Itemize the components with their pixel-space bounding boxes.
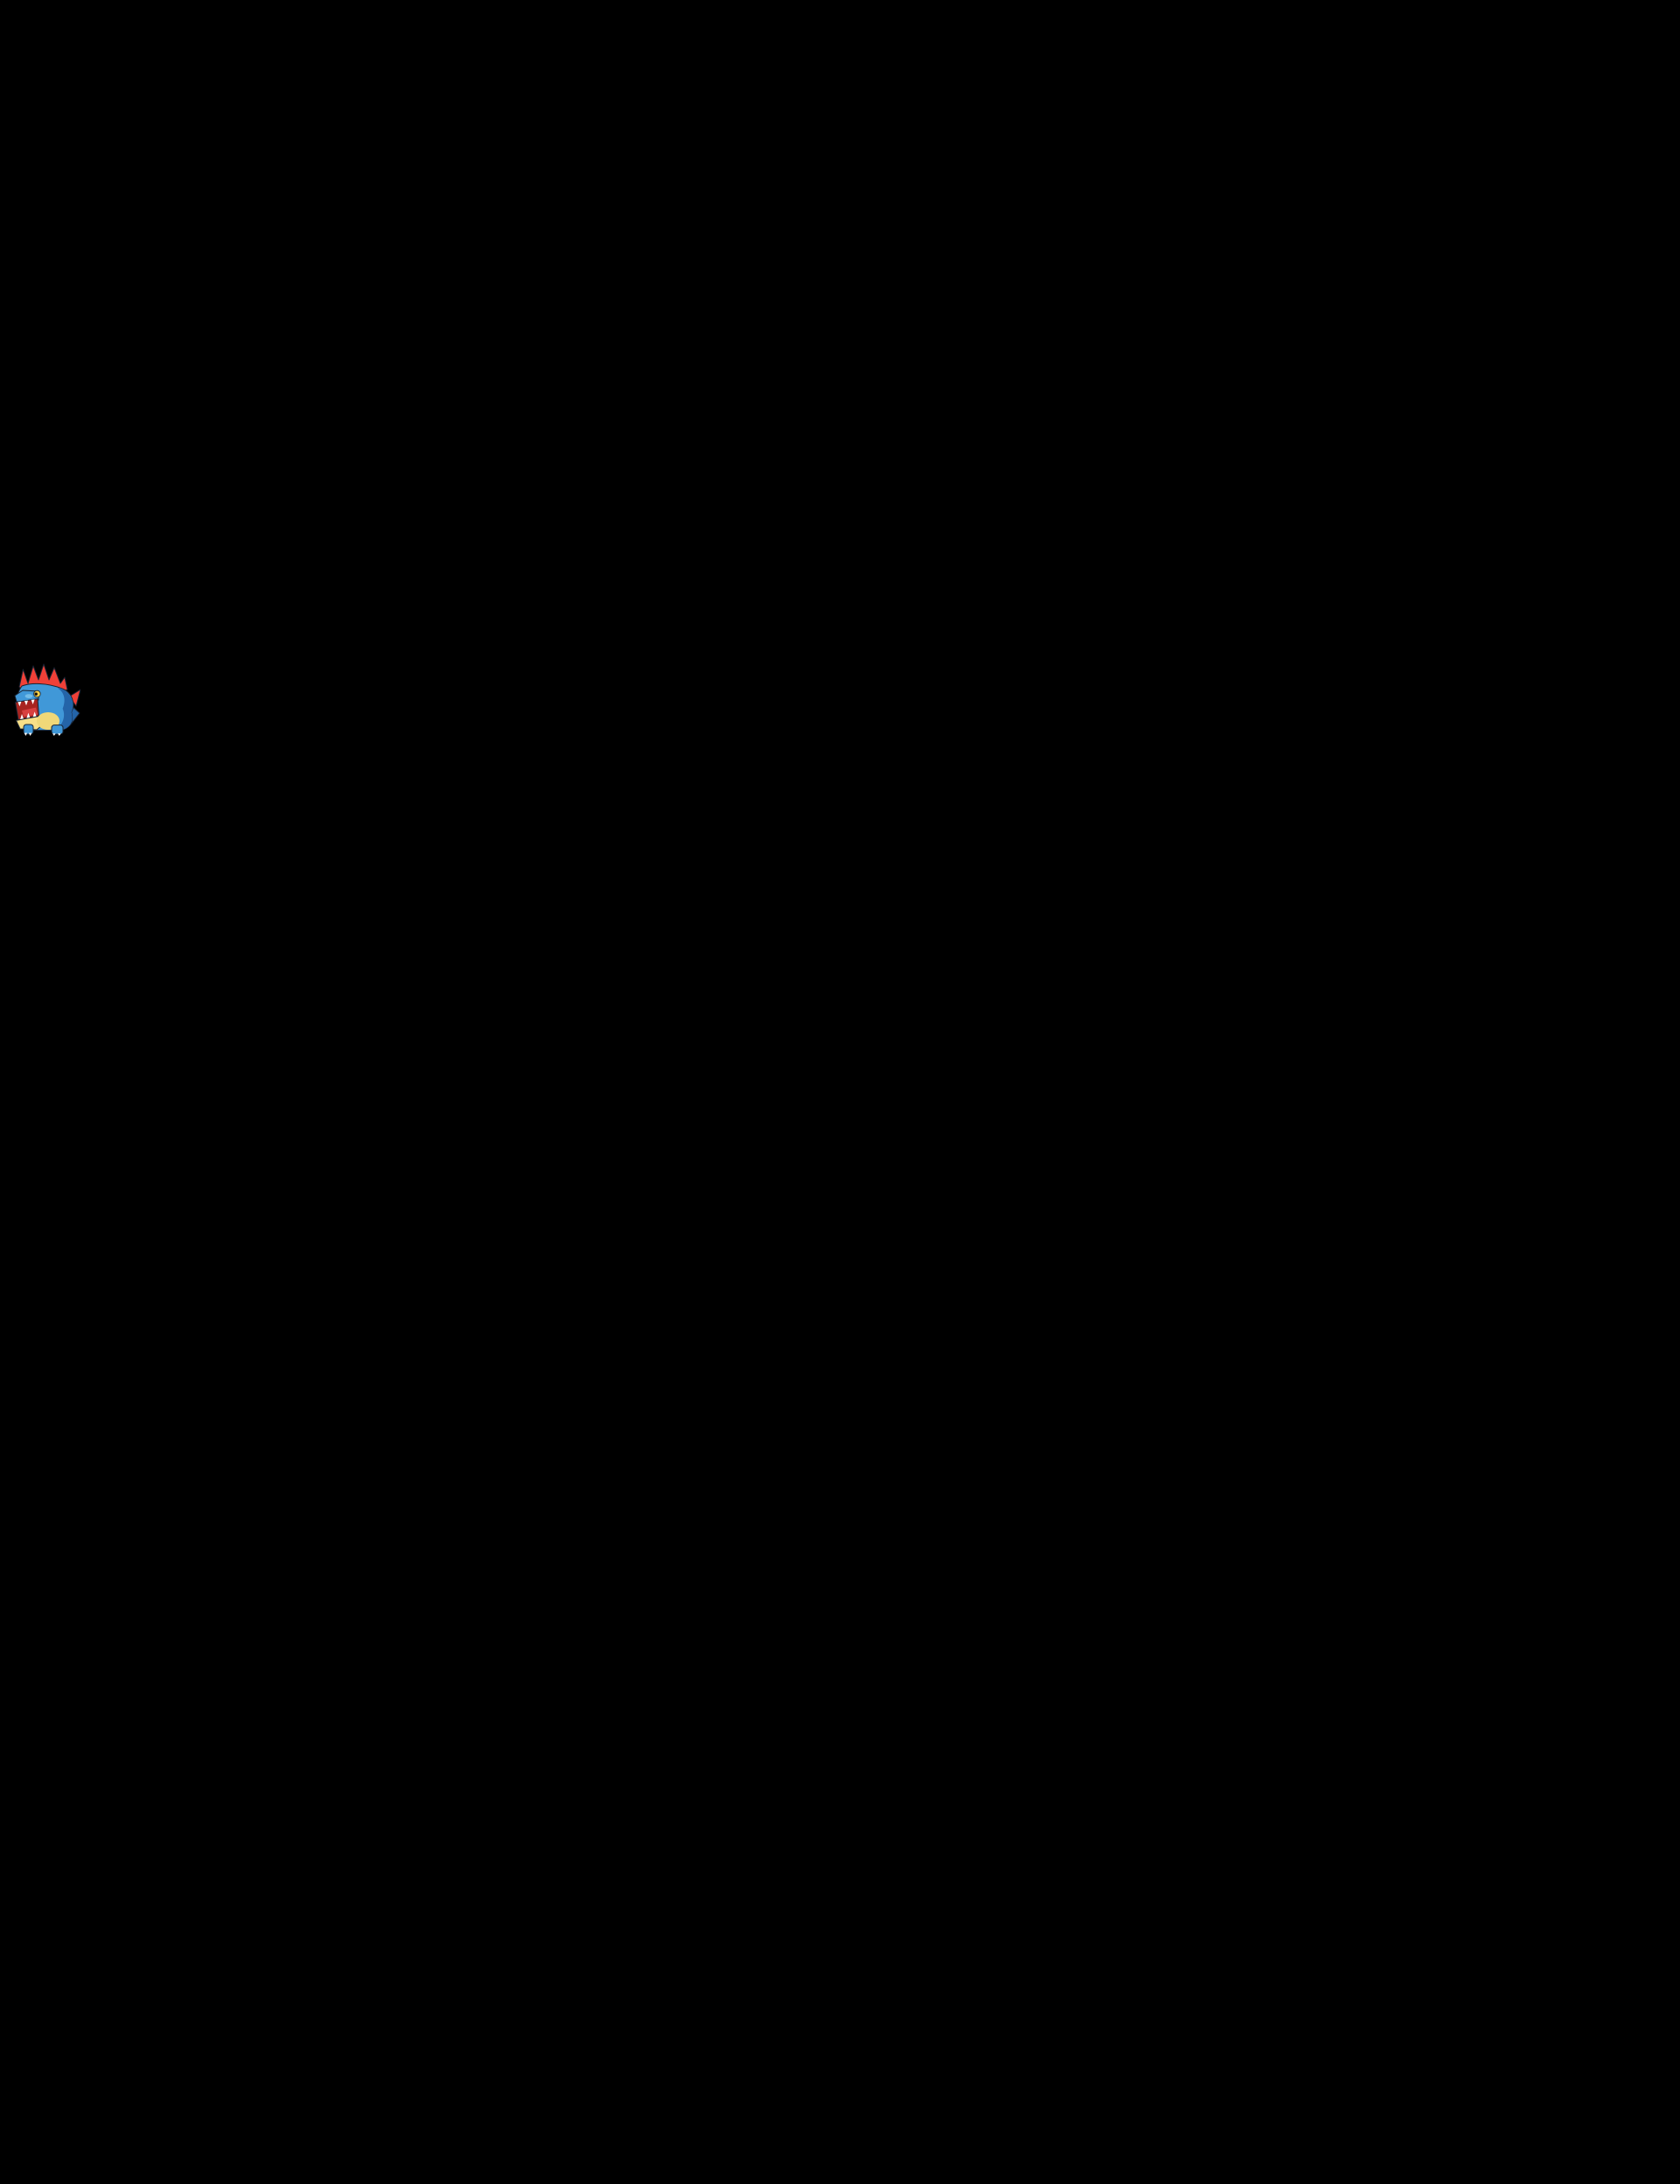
upper-tooth-icon: [18, 701, 22, 707]
front-leg-icon: [23, 724, 34, 735]
claw-icon: [52, 733, 56, 736]
upper-tooth-icon: [24, 700, 28, 706]
lower-tooth-icon: [26, 712, 31, 718]
claw-icon: [28, 732, 32, 736]
tongue-icon: [22, 707, 38, 717]
feraligatr-sprite: [14, 662, 80, 736]
head-highlight-icon: [24, 694, 33, 698]
upper-tooth-icon: [31, 699, 35, 704]
hind-leg-icon: [51, 724, 64, 735]
lower-tooth-icon: [20, 714, 24, 720]
lower-jaw-icon: [15, 716, 44, 731]
claw-icon: [58, 733, 61, 736]
body-shadow-icon: [55, 688, 74, 731]
feraligatr-sprite-svg: [14, 663, 80, 736]
claw-icon: [24, 732, 28, 736]
lower-tooth-icon: [32, 711, 37, 718]
pupil-icon: [34, 692, 38, 696]
